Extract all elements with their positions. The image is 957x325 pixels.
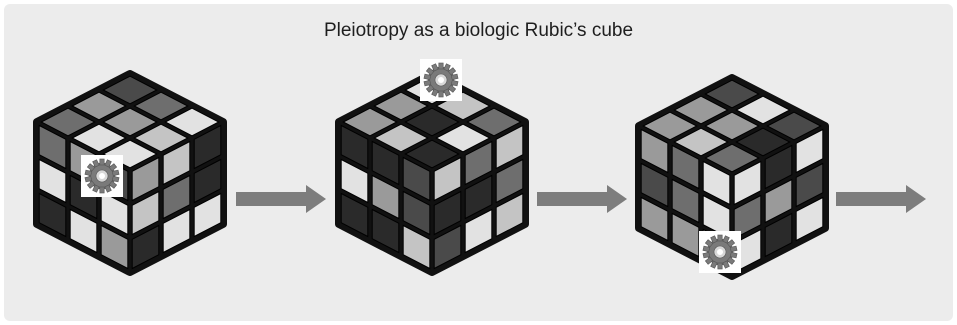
cube-facelet (71, 91, 127, 121)
cube-facelet (38, 158, 67, 204)
cube-facelet (340, 192, 369, 238)
cube-facelet (495, 192, 524, 238)
cube-facelet (38, 124, 67, 170)
cube-facelet (464, 174, 493, 220)
cube-facelet (162, 174, 191, 220)
figure-title: Pleiotropy as a biologic Rubic’s cube (323, 20, 634, 41)
cube-facelet (764, 178, 793, 224)
cube-facelet (702, 160, 731, 206)
cube-facelet (433, 190, 462, 236)
cube-facelet (133, 91, 189, 121)
cube-facelet (404, 107, 460, 137)
cube-facelet (642, 111, 698, 141)
cube-facelet (435, 123, 491, 153)
cube-facelet (102, 107, 158, 137)
cube-facelet (100, 190, 129, 236)
cube-facelet (404, 139, 460, 169)
cube-facelet (733, 194, 762, 240)
arrow-1 (236, 185, 326, 213)
cube-facelet (795, 196, 824, 242)
cube-facelet (162, 140, 191, 186)
cube-facelet (733, 160, 762, 206)
gear-icon-3 (698, 230, 742, 274)
rubiks-cube-1 (33, 70, 227, 276)
cube-facelet (735, 95, 791, 125)
cube-facelet (102, 75, 158, 105)
cube-facelet (704, 79, 760, 109)
cube-facelet (495, 124, 524, 170)
cube-facelet (466, 107, 522, 137)
cube-facelet (464, 208, 493, 254)
pleiotropy-diagram (33, 58, 926, 280)
cube-facelet (38, 192, 67, 238)
cube-facelet (193, 158, 222, 204)
cube-facelet (131, 224, 160, 270)
cube-facelet (495, 158, 524, 204)
gear-icon-2 (419, 58, 463, 102)
cube-facelet (371, 208, 400, 254)
cube-facelet (193, 124, 222, 170)
cube-facelet (640, 196, 669, 242)
cube-facelet (640, 162, 669, 208)
gear-icon-1 (80, 154, 124, 198)
cube-facelet (162, 208, 191, 254)
cube-facelet (764, 144, 793, 190)
cube-facelet (433, 156, 462, 202)
cube-facelet (795, 162, 824, 208)
cube-facelet (131, 190, 160, 236)
cube-facelet (133, 123, 189, 153)
cube-facelet (193, 192, 222, 238)
arrow-2 (537, 185, 627, 213)
cube-facelet (402, 156, 431, 202)
cube-facelet (671, 212, 700, 258)
cube-facelet (69, 208, 98, 254)
cube-facelet (100, 224, 129, 270)
cube-facelet (131, 156, 160, 202)
cube-facelet (464, 140, 493, 186)
cube-facelet (373, 91, 429, 121)
cube-facelet (673, 127, 729, 157)
cube-facelet (164, 107, 220, 137)
cube-facelet (402, 224, 431, 270)
figure-panel: Pleiotropy as a biologic Rubic’s cube (4, 4, 953, 321)
cube-facelet (40, 107, 96, 137)
cube-facelet (704, 111, 760, 141)
cube-facelet (402, 190, 431, 236)
arrow-3 (836, 185, 926, 213)
cube-facelet (671, 144, 700, 190)
cube-facelet (671, 178, 700, 224)
cube-facelet (704, 143, 760, 173)
cube-facelet (71, 123, 127, 153)
cube-facelet (640, 128, 669, 174)
cube-facelet (371, 174, 400, 220)
rubiks-cube-3 (635, 74, 829, 280)
cube-facelet (340, 158, 369, 204)
cube-facelet (673, 95, 729, 125)
cube-facelet (373, 123, 429, 153)
cube-facelet (342, 107, 398, 137)
cube-facelet (766, 111, 822, 141)
cube-facelet (433, 224, 462, 270)
cube-facelet (735, 127, 791, 157)
cube-facelet (371, 140, 400, 186)
cube-facelet (795, 128, 824, 174)
rubiks-cube-2 (335, 70, 529, 276)
cube-facelet (340, 124, 369, 170)
cube-facelet (764, 212, 793, 258)
